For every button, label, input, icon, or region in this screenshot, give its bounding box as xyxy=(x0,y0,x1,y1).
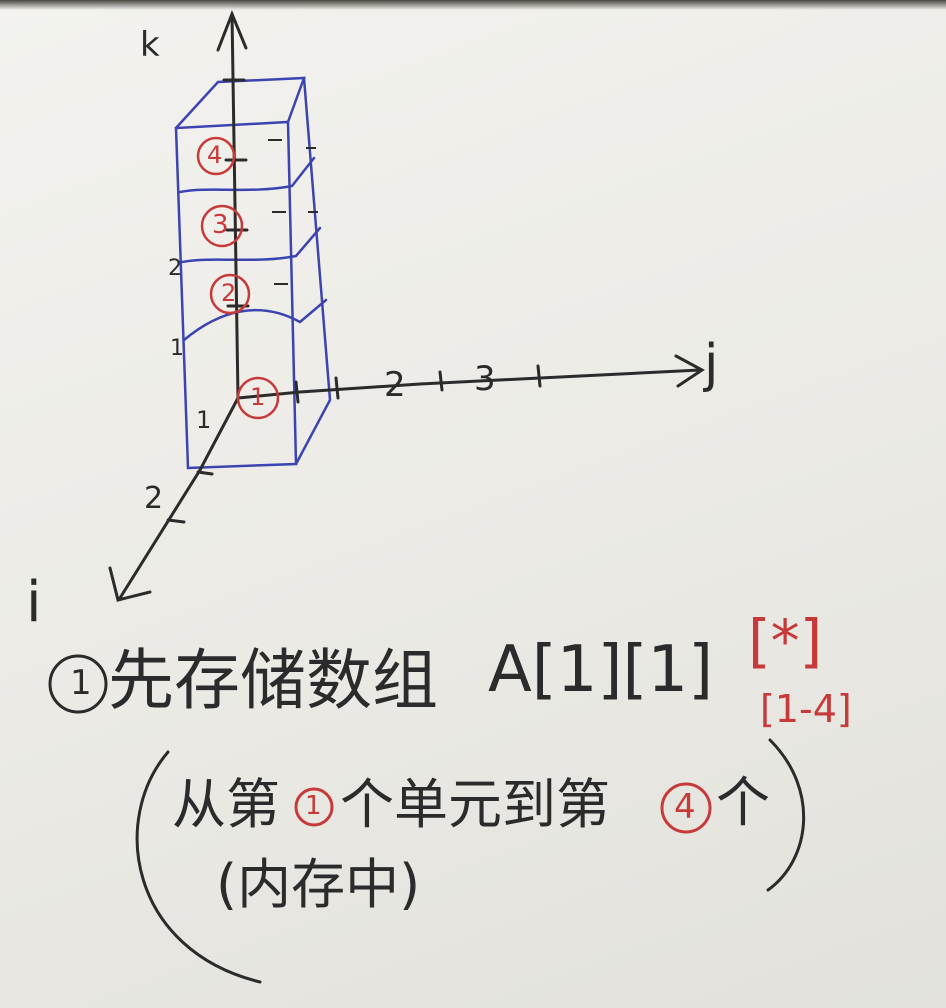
i-axis-arrowhead xyxy=(108,566,152,602)
note-line2-circle1: 1 xyxy=(305,791,322,821)
k-tick-2: 2 xyxy=(168,256,182,281)
j-tick-3: 3 xyxy=(474,359,496,399)
cell-label-1: 1 xyxy=(250,383,266,411)
note-line2-part3: 个 xyxy=(716,771,770,834)
i-axis-label: i xyxy=(26,570,42,635)
j-axis-label: j xyxy=(704,334,719,394)
note-brackets xyxy=(135,738,805,984)
right-paren-stroke xyxy=(766,738,805,892)
note-array-expr: A[1][1] xyxy=(488,633,714,707)
column-side-face xyxy=(294,76,332,466)
k-tick-1: 1 xyxy=(170,336,184,361)
layer-divider-3 xyxy=(182,298,328,342)
note-marker: 1 xyxy=(70,663,92,703)
note-line2-part2: 个单元到第 xyxy=(340,773,610,836)
cell-circle-1 xyxy=(236,376,280,420)
note-line3: (内存中) xyxy=(216,853,421,916)
red-circles xyxy=(196,136,280,420)
note-range: [1-4] xyxy=(760,687,852,731)
j-axis-arrowhead xyxy=(674,354,705,388)
k-axis-arrowhead xyxy=(216,9,248,52)
i-tick-2: 2 xyxy=(144,481,164,516)
note-star-index: [*] xyxy=(748,607,823,675)
i-tick-1: 1 xyxy=(196,406,212,434)
cell-label-4: 4 xyxy=(207,141,223,169)
blue-column xyxy=(174,76,332,470)
layer-divider-1 xyxy=(178,156,316,194)
k-axis-label: k xyxy=(140,25,160,65)
j-axis xyxy=(236,354,705,404)
cell-label-2: 2 xyxy=(221,279,237,307)
i-axis xyxy=(108,396,240,602)
note-line2-part1: 从第 xyxy=(172,773,280,836)
j-tick-2: 2 xyxy=(384,365,406,405)
cell-circle-4 xyxy=(196,136,236,176)
note-line2-circle2: 4 xyxy=(674,787,696,827)
top-shadow xyxy=(0,0,946,10)
left-paren-stroke xyxy=(135,750,262,984)
cell-circle-2 xyxy=(209,273,251,315)
note-line1-text: 先存储数组 xyxy=(108,642,438,719)
layer-divider-2 xyxy=(180,226,322,264)
side-dashes xyxy=(268,139,318,285)
cell-label-3: 3 xyxy=(212,210,229,240)
cell-circle-3 xyxy=(200,204,244,248)
column-top-face xyxy=(174,76,306,130)
